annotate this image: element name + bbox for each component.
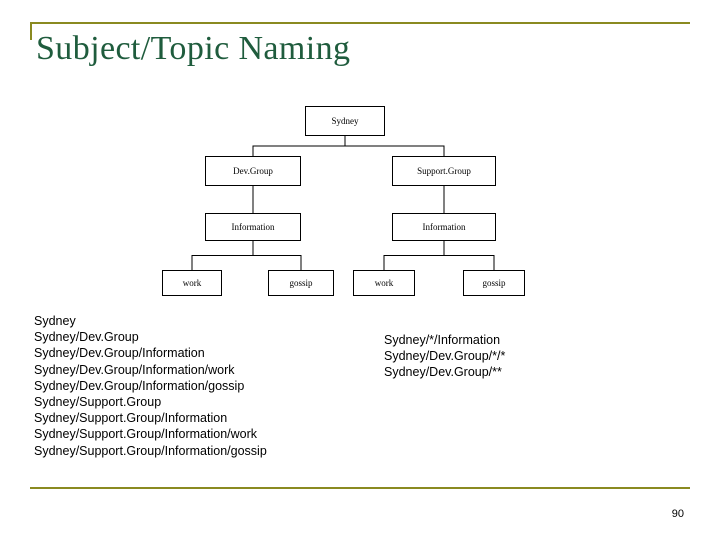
tree-node-work-right: work: [353, 270, 415, 296]
path-item-2: Sydney/Dev.Group/Information: [34, 346, 205, 361]
tree-edge-info-right-to-gossip-right: [443, 241, 495, 270]
page-number: 90: [671, 508, 684, 520]
tree-node-work-left: work: [162, 270, 222, 296]
path-item-1: Sydney/Dev.Group: [34, 330, 139, 345]
path-item-6: Sydney/Support.Group/Information: [34, 411, 228, 426]
tree-edge-sydney-to-devgroup: [252, 136, 346, 156]
path-item-0: Sydney: [34, 314, 76, 328]
page-title: Subject/Topic Naming: [36, 30, 351, 67]
tree-node-info-left: Information: [205, 213, 301, 241]
wildcard-path-item-2: Sydney/Dev.Group/**: [384, 365, 502, 380]
tree-edge-info-right-to-work-right: [383, 241, 445, 270]
path-item-3: Sydney/Dev.Group/Information/work: [34, 362, 235, 377]
path-item-7: Sydney/Support.Group/Information/work: [34, 427, 258, 442]
path-item-8: Sydney/Support.Group/Information/gossip: [34, 443, 267, 458]
path-item-5: Sydney/Support.Group: [34, 395, 162, 410]
top-divider-horizontal: [30, 22, 690, 24]
tree-edge-info-left-to-work-left: [191, 241, 254, 270]
wildcard-path-item-1: Sydney/Dev.Group/*/*: [384, 349, 506, 364]
tree-node-sydney: Sydney: [305, 106, 385, 136]
top-divider-vertical: [30, 22, 32, 40]
tree-node-info-right: Information: [392, 213, 496, 241]
tree-edge-sydney-to-supportgroup: [344, 136, 445, 156]
path-item-4: Sydney/Dev.Group/Information/gossip: [34, 378, 245, 393]
bottom-divider: [30, 487, 690, 489]
tree-node-gossip-right: gossip: [463, 270, 525, 296]
tree-node-devgroup: Dev.Group: [205, 156, 301, 186]
tree-node-supportgroup: Support.Group: [392, 156, 496, 186]
tree-edge-info-left-to-gossip-left: [252, 241, 302, 270]
tree-node-gossip-left: gossip: [268, 270, 334, 296]
wildcard-path-item-0: Sydney/*/Information: [384, 333, 501, 347]
